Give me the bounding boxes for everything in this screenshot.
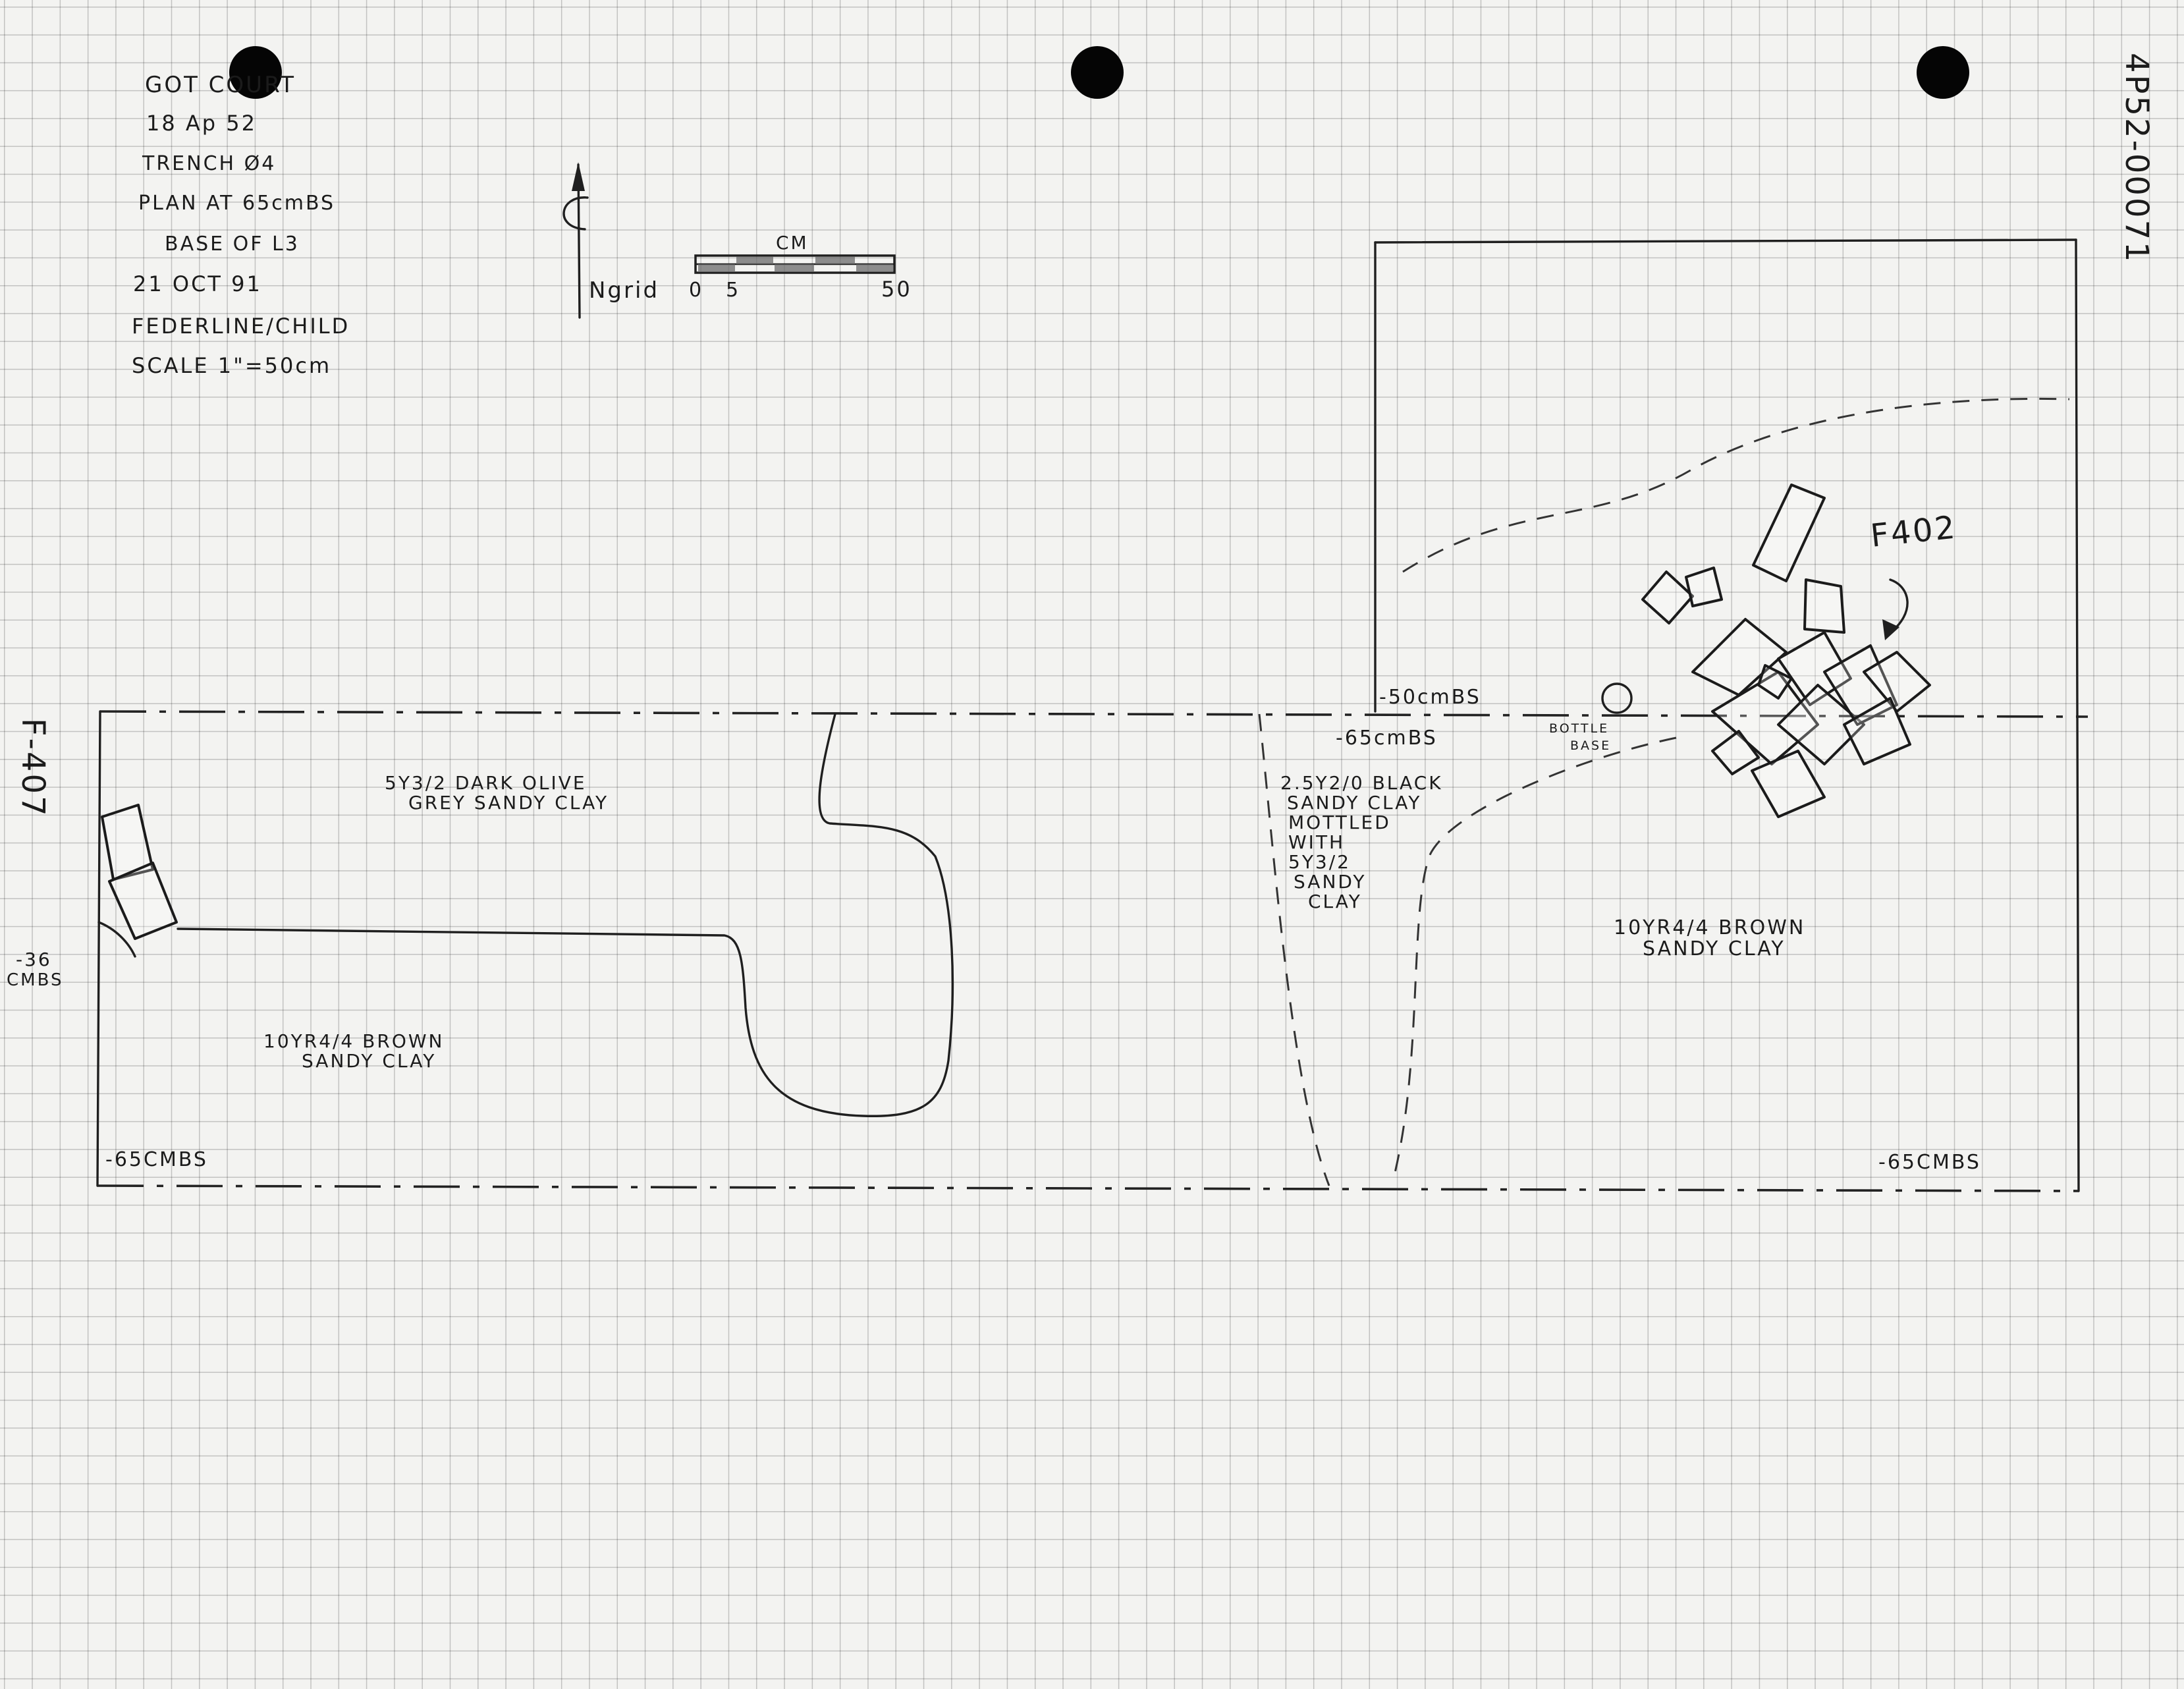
feature-f407-stones [97,804,178,958]
f402-stone [1803,578,1845,634]
scale-bar-tick-50: 50 [881,277,912,302]
scale-bar-unit: CM [776,232,809,254]
north-arrow-symbol [562,196,589,231]
scale-bar-fill-3 [775,264,814,272]
bottle-base-symbol [1601,682,1633,714]
soil-black-line7: CLAY [1308,891,1362,912]
punch-hole-left [229,46,282,99]
header-plan-level: PLAN AT 65cmBS [138,192,335,215]
bottle-base-label-line2: BASE [1570,738,1611,753]
unit-north-wall [1374,238,2077,244]
scale-bar-tick-0: 0 [689,279,703,302]
north-arrow-head [572,162,585,191]
scale-bar-fill-5 [856,264,893,272]
soil-black-line1: 2.5Y2/0 BLACK [1280,772,1443,794]
soil-brown-right-line1: 10YR4/4 BROWN [1614,916,1805,939]
soil-black-line2: SANDY CLAY [1287,792,1421,814]
f407-outline [97,921,136,958]
f402-stone [1685,567,1723,607]
f402-stone [1752,484,1826,582]
soil-olive-line1: 5Y3/2 DARK OLIVE [385,772,587,794]
north-arrow: Ngrid [562,162,659,319]
soil-black-line4: WITH [1288,831,1345,853]
soil-brown-left-line1: 10YR4/4 BROWN [263,1030,444,1052]
punch-hole-right [1917,46,1969,99]
feature-f407-label: F-407 [14,718,51,818]
soil-black-line5: 5Y3/2 [1288,851,1351,873]
grid-center-line [99,710,2088,718]
f402-stone [1711,730,1760,775]
scale-bar-fill-4 [815,257,855,264]
f402-stone [1691,618,1788,696]
trench-west-wall [96,710,101,1187]
header-scale: SCALE 1"=50cm [132,353,331,378]
header-recorders: FEDERLINE/CHILD [132,314,350,339]
depth-label-65-left: -65CMBS [105,1148,208,1171]
depth-label-36-unit: CMBS [7,970,63,990]
north-arrow-label: Ngrid [589,277,659,304]
olive-clay-boundary [177,713,954,1117]
f402-stone [1843,697,1911,765]
scale-bar: CM 0 5 50 [689,232,912,302]
soil-boundaries [177,397,2070,1186]
f402-stone [1641,570,1694,624]
depth-label-50: -50cmBS [1379,686,1481,709]
depth-label-65-right: -65CMBS [1878,1151,1981,1174]
f402-stone [1863,651,1931,713]
feature-f402-label: F402 [1869,509,1958,555]
black-clay-west-boundary [1258,713,1330,1186]
trench-south-wall [97,1184,2079,1192]
scale-bar-fill-2 [736,257,773,264]
f402-stone [1777,684,1865,765]
header-block: GOT COURT 18 Ap 52 TRENCH Ø4 PLAN AT 65c… [132,72,350,378]
header-layer: BASE OF L3 [165,233,300,256]
soil-black-line6: SANDY [1294,871,1367,893]
header-site-number: 18 Ap 52 [146,111,257,136]
unit-east-wall [2075,238,2080,1192]
bottle-base-label-line1: BOTTLE [1549,721,1609,736]
soil-olive-line2: GREY SANDY CLAY [408,792,609,814]
f402-pointer-head [1882,619,1899,640]
document-number: 4P52-00071 [2118,53,2155,264]
soil-black-line3: MOTTLED [1288,812,1391,833]
f402-stone [1751,750,1826,818]
soil-labels: 5Y3/2 DARK OLIVE GREY SANDY CLAY 10YR4/4… [263,772,1805,1072]
scale-bar-tick-5: 5 [726,279,740,302]
header-site-name: GOT COURT [145,72,296,98]
f407-stone [101,804,154,881]
depth-label-36: -36 [16,949,52,970]
header-trench: TRENCH Ø4 [142,152,276,175]
header-date: 21 OCT 91 [133,271,262,296]
depth-label-65-center: -65cmBS [1336,727,1438,750]
f402-stone [1757,664,1793,700]
depth-labels: -36 CMBS -50cmBS -65cmBS -65CMBS -65CMBS [7,686,1981,1174]
scale-bar-fill-1 [698,264,735,272]
soil-brown-left-line2: SANDY CLAY [302,1050,436,1072]
feature-f402-stones [1641,484,1931,818]
f407-stone [108,862,178,940]
punch-hole-center [1071,46,1124,99]
black-clay-east-boundary [1394,736,1677,1173]
soil-brown-right-line2: SANDY CLAY [1643,937,1786,960]
unit-outline [96,238,2088,1192]
feature-extent-boundary [1402,397,2070,573]
